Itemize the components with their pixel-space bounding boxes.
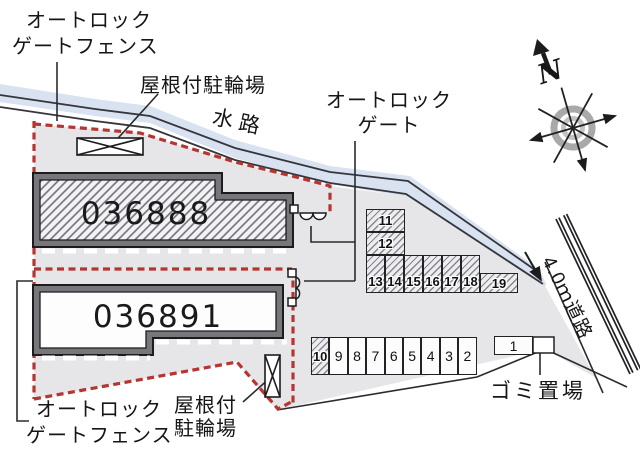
compass-rose [528, 39, 618, 173]
parking-space-14: 14 [385, 255, 404, 293]
garbage-area-box [532, 336, 555, 354]
label-line: 屋根付 [174, 395, 237, 417]
label-line: オートロック [26, 10, 152, 32]
label-autolock-gate: オートロック ゲート [318, 89, 460, 139]
road-lines [555, 213, 640, 375]
autolock-gate-891 [287, 268, 301, 307]
north-arrow-icon [533, 39, 554, 75]
building-036888 [32, 172, 294, 248]
waterway-band [0, 84, 546, 287]
building-036891 [32, 284, 284, 356]
parking-space-11: 11 [366, 209, 405, 232]
parking-space-1: 1 [494, 336, 533, 355]
parking-space-12: 12 [366, 232, 405, 255]
building-label-036891: 036891 [92, 299, 224, 335]
parking-space-10: 10 [311, 337, 330, 375]
label-roofed-bicycle-top: 屋根付駐輪場 [140, 75, 266, 97]
parking-space-19: 19 [480, 273, 518, 293]
bicycle-rack-top [76, 137, 144, 156]
parking-space-3: 3 [439, 337, 459, 375]
water-flow-arrow [524, 251, 542, 282]
parking-space-8: 8 [347, 337, 367, 375]
parking-space-4: 4 [421, 337, 440, 375]
parking-space-15: 15 [404, 255, 423, 293]
label-line: ゲート [357, 115, 421, 137]
parking-space-5: 5 [403, 337, 422, 375]
parking-space-13: 13 [366, 255, 385, 293]
parking-space-18: 18 [461, 255, 480, 293]
label-line: 駐輪場 [174, 418, 237, 440]
parking-space-16: 16 [423, 255, 442, 293]
parking-space-6: 6 [384, 337, 403, 375]
label-garbage-area: ゴミ置場 [490, 380, 586, 403]
label-roofed-bicycle-bottom: 屋根付 駐輪場 [174, 395, 237, 441]
label-line: ゲートフェンス [12, 36, 159, 59]
parking-space-17: 17 [442, 255, 461, 293]
label-line: オートロック [326, 90, 452, 112]
label-line: ゲートフェンス [26, 424, 173, 447]
label-autolock-gate-fence-bottom: オートロック ゲートフェンス [26, 398, 173, 449]
label-line: オートロック [36, 399, 162, 421]
parking-space-2: 2 [458, 337, 477, 375]
building-label-036888: 036888 [80, 196, 212, 232]
autolock-gate-888 [289, 204, 327, 221]
label-autolock-gate-fence-top: オートロック ゲートフェンス [12, 8, 159, 61]
stall-dash-lines [42, 248, 290, 361]
parking-space-7: 7 [366, 337, 385, 375]
bicycle-rack-bottom [264, 354, 281, 398]
parking-space-9: 9 [329, 337, 348, 375]
